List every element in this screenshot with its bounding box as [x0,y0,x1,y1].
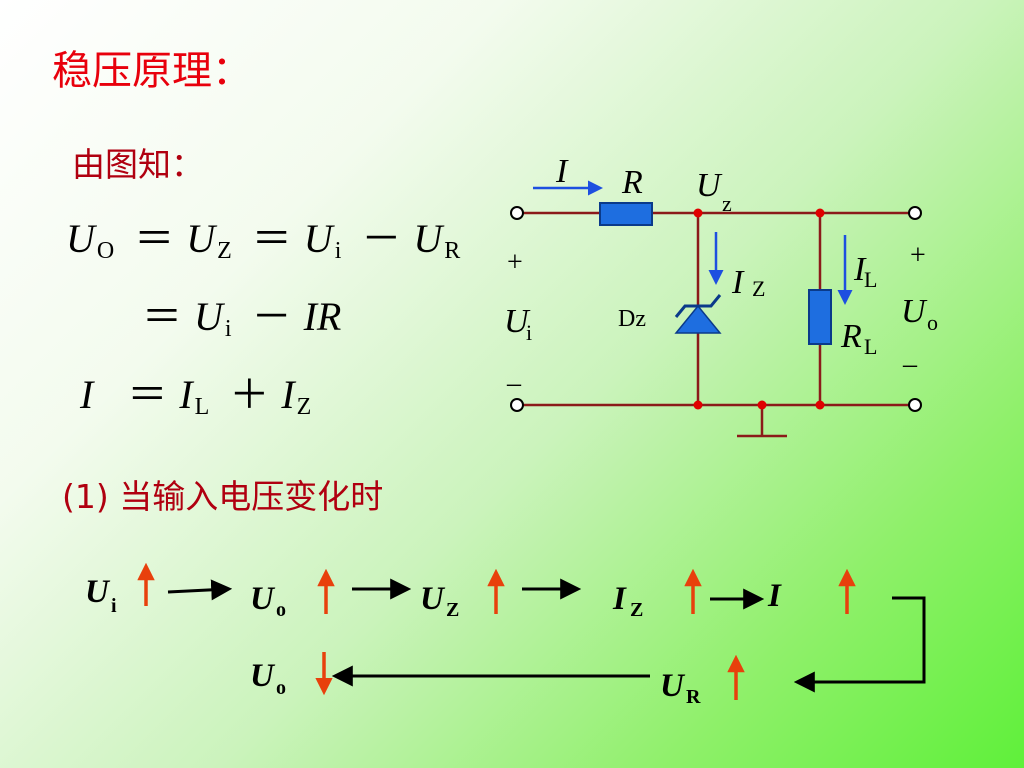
zener-diode [674,294,722,334]
label-il: I [853,251,867,288]
chain-ui: U [85,574,111,610]
label-rl: R [840,318,862,355]
slide-title: 稳压原理： [52,48,252,94]
resistor-rl [808,289,832,345]
chain-uo-2: U [250,658,276,694]
flow-arrow-feedback [793,596,926,693]
chain-iz-sub: Z [630,599,643,621]
output-terminal-top [908,206,922,220]
input-terminal-bottom [510,398,524,412]
label-ui-sub: i [526,320,532,345]
chain-uo-sub: o [276,599,286,621]
label-uo-sub: o [927,310,938,335]
circuit-nodes [693,208,825,410]
output-terminal-bottom [908,398,922,412]
label-uz-sub: z [722,191,732,216]
label-rl-sub: L [864,334,877,359]
chain-uz: U [420,581,446,617]
chain-ur-sub: R [686,686,701,708]
label-plus-out: + [910,240,926,271]
label-il-sub: L [864,267,877,292]
chain-uo-2-sub: o [276,677,286,699]
label-current-i: I [555,153,569,190]
equation-2: ＝Ui－IR [142,294,342,342]
chain-uz-sub: Z [446,599,459,621]
input-terminal-top [510,206,524,220]
label-plus-in: + [507,247,523,278]
chain-i: I [767,578,782,614]
chain-iz: I [612,581,627,617]
resistor-r [599,202,653,226]
equation-3: I＝IL＋IZ [80,372,312,420]
label-iz: I [731,264,745,301]
label-resistor-r: R [621,164,643,201]
reasoning-chain: U i U o U Z I Z I U o U R [85,562,926,708]
case-title: (1) 当输入电压变化时 [62,477,384,516]
flow-arrow-1 [167,579,233,601]
label-uo: U [901,293,928,330]
label-ui: U [504,303,531,340]
label-iz-sub: Z [752,276,765,301]
label-minus-out: – [902,349,918,380]
chain-uo: U [250,581,276,617]
chain-ui-sub: i [111,595,117,617]
label-dz: Dz [618,306,646,332]
label-uz: U [696,167,723,204]
label-minus-in: – [506,368,522,399]
subtitle: 由图知： [72,145,204,184]
equation-1: UO＝UZ＝Ui－UR [66,216,461,264]
chain-ur: U [660,668,686,704]
